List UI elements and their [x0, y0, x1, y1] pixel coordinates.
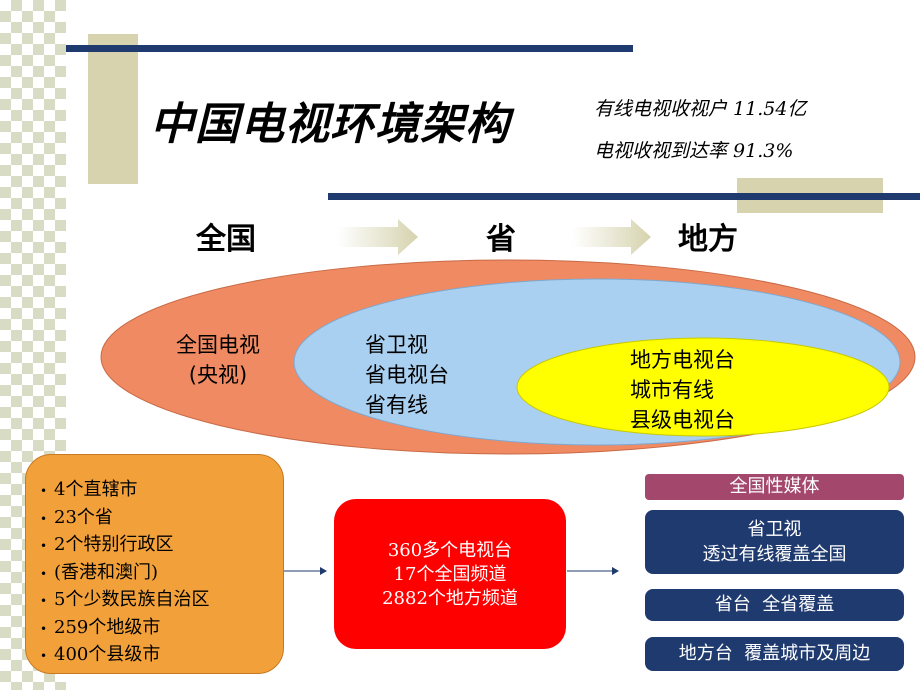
admin-divisions-list: • 4个直辖市 • 23个省 • 2个特别行政区 • (香港和澳门) • 5个少数民族自治… — [26, 455, 283, 670]
coverage-line: 省卫视 — [747, 519, 802, 540]
level-national: 全国 — [196, 222, 256, 257]
ellipse-provincial-line: 省卫视 — [365, 333, 428, 357]
ellipse-provincial-text: 省卫视 省电视台 省有线 — [365, 330, 449, 420]
list-item: • (香港和澳门) — [40, 560, 283, 588]
level-provincial: 省 — [486, 222, 516, 257]
list-item: • 23个省 — [40, 505, 283, 533]
list-item-label: (香港和澳门) — [54, 561, 159, 583]
list-item: • 2个特别行政区 — [40, 532, 283, 560]
bullet-icon: • — [40, 484, 48, 498]
bullet-icon: • — [40, 621, 48, 636]
list-item: • 4个直辖市 — [40, 477, 283, 505]
bullet-icon: • — [40, 539, 48, 553]
ellipse-local — [516, 337, 890, 437]
decor-bar-top — [66, 45, 633, 52]
bullet-icon: • — [40, 649, 48, 663]
page-title: 中国电视环境架构 — [150, 99, 510, 150]
ellipse-national-line: 全国电视 — [176, 333, 260, 357]
list-item-label: 5个少数民族自治区 — [54, 589, 210, 610]
list-item-label: 400个县级市 — [54, 644, 161, 665]
ellipse-local-line: 地方电视台 — [630, 348, 735, 372]
list-item: • 259个地级市 — [40, 615, 283, 643]
admin-divisions-box: • 4个直辖市 • 23个省 • 2个特别行政区 • (香港和澳门) • 5个少数民族自治… — [25, 454, 284, 674]
stations-line: 2882个地方频道 — [382, 588, 518, 609]
list-item-label: 23个省 — [54, 506, 113, 528]
coverage-satellite-text: 省卫视 透过有线覆盖全国 — [645, 510, 904, 567]
connector-arrowhead — [612, 567, 619, 575]
coverage-line: 地方台 覆盖城市及周边 — [678, 643, 871, 664]
coverage-line: 透过有线覆盖全国 — [702, 544, 847, 565]
stat-cable-households: 有线电视收视户 11.54亿 — [594, 98, 807, 120]
decor-bar-mid — [328, 193, 920, 200]
ellipse-national-text: 全国电视 (央视) — [166, 330, 270, 390]
connector-arrowhead — [320, 567, 327, 575]
national-media-badge: 全国性媒体 — [645, 474, 904, 500]
stations-box: 360多个电视台 17个全国频道 2882个地方频道 — [334, 499, 566, 649]
list-item-label: 4个直辖市 — [54, 479, 138, 500]
coverage-line: 省台 全省覆盖 — [714, 594, 835, 615]
ellipse-provincial-line: 省有线 — [365, 393, 428, 417]
list-item-label: 259个地级市 — [54, 616, 161, 638]
ellipse-provincial-line: 省电视台 — [365, 363, 449, 387]
checker-pattern — [0, 0, 66, 690]
level-local: 地方 — [678, 222, 738, 257]
list-item: • 400个县级市 — [40, 642, 283, 670]
bullet-icon: • — [40, 594, 48, 608]
stations-text: 360多个电视台 17个全国频道 2882个地方频道 — [334, 499, 566, 611]
coverage-satellite-box: 省卫视 透过有线覆盖全国 — [645, 510, 904, 574]
decor-square-left — [88, 34, 138, 184]
list-item-label: 2个特别行政区 — [54, 534, 174, 555]
ellipse-local-line: 县级电视台 — [630, 408, 735, 432]
ellipse-local-line: 城市有线 — [630, 378, 714, 402]
arrow-right-icon — [337, 219, 418, 255]
bullet-icon: • — [40, 566, 48, 581]
stations-line: 17个全国频道 — [393, 564, 507, 585]
arrow-right-icon — [572, 219, 651, 255]
stations-line: 360多个电视台 — [387, 540, 513, 561]
list-item: • 5个少数民族自治区 — [40, 587, 283, 615]
ellipse-local-text: 地方电视台 城市有线 县级电视台 — [630, 345, 735, 435]
coverage-provincial-box: 省台 全省覆盖 — [645, 589, 904, 621]
bullet-icon: • — [40, 511, 48, 526]
stat-reach-rate: 电视收视到达率 91.3% — [594, 140, 794, 162]
coverage-local-box: 地方台 覆盖城市及周边 — [645, 637, 904, 671]
ellipse-national-line: (央视) — [188, 363, 248, 387]
